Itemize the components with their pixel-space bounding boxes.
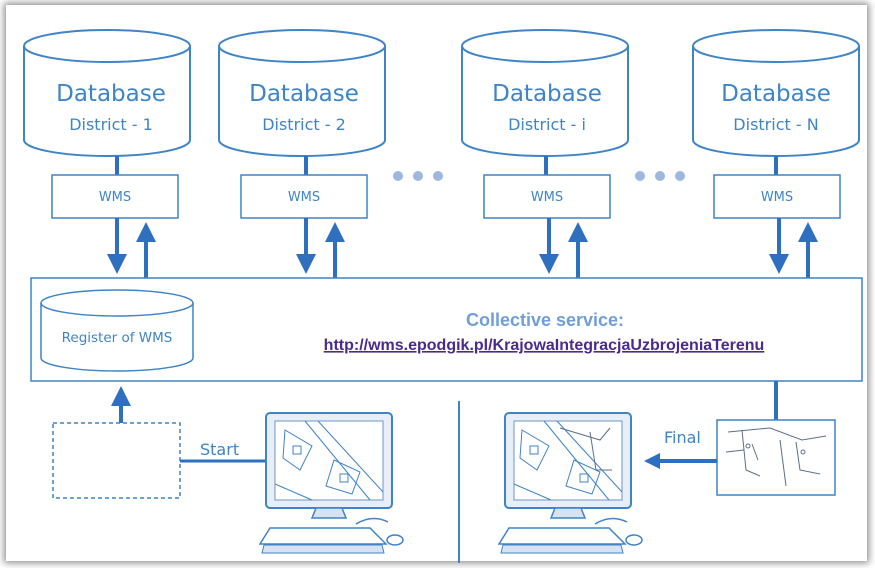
database-district-label: District - 2: [262, 115, 346, 134]
database-district-i: Database District - i: [461, 29, 629, 157]
database-district-n: Database District - N: [692, 29, 860, 157]
final-map-thumbnail: [716, 419, 836, 496]
database-district-1: Database District - 1: [23, 29, 191, 157]
database-title: Database: [721, 81, 831, 107]
register-label: Register of WMS: [62, 330, 173, 346]
wms-label: WMS: [761, 190, 793, 205]
start-label: Start: [200, 440, 239, 459]
computer-right-icon: [497, 412, 643, 554]
wms-label: WMS: [531, 190, 563, 205]
wms-label: WMS: [288, 190, 320, 205]
database-title: Database: [249, 81, 359, 107]
database-district-label: District - i: [508, 115, 586, 134]
map-sketch-result: [513, 420, 623, 501]
wms-box-1: WMS: [51, 174, 179, 219]
database-district-2: Database District - 2: [218, 29, 386, 157]
database-title: Database: [56, 81, 166, 107]
ellipsis-dots: [393, 171, 685, 181]
request-placeholder-box: [52, 422, 181, 499]
register-of-wms-database: Register of WMS: [40, 289, 194, 372]
final-label: Final: [664, 428, 701, 447]
wms-collective-arrows: [107, 218, 818, 278]
computer-left-icon: [258, 412, 404, 554]
database-district-label: District - N: [733, 115, 818, 134]
wms-box-i: WMS: [483, 174, 611, 219]
map-sketch: [274, 420, 384, 501]
diagram-frame: Database District - 1 Database District …: [6, 5, 867, 563]
wms-label: WMS: [99, 190, 131, 205]
database-title: Database: [492, 81, 602, 107]
wms-box-n: WMS: [713, 174, 841, 219]
collective-service-url-link[interactable]: http://wms.epodgik.pl/KrajowaIntegracjaU…: [324, 337, 765, 354]
collective-service-title: Collective service:: [466, 310, 624, 330]
database-district-label: District - 1: [69, 115, 153, 134]
wms-box-2: WMS: [240, 174, 368, 219]
db-wms-connectors: [115, 156, 778, 175]
